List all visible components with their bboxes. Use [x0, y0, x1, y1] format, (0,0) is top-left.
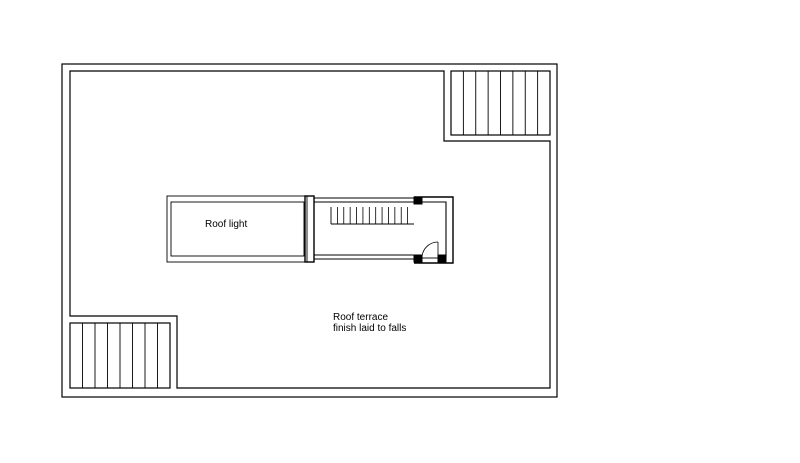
stair-wall-left	[304, 195, 315, 263]
outer-wall	[61, 63, 558, 398]
roof-terrace-label-line1: Roof terrace	[333, 312, 388, 323]
vent-bottom-left-slats	[82, 323, 158, 388]
door-swing-arc	[421, 241, 439, 259]
vent-top-right-slats	[462, 71, 539, 135]
vent-top-right	[450, 70, 551, 136]
stair-enclosure	[304, 195, 454, 264]
roof-light-label: Roof light	[205, 219, 247, 230]
door-jamb-top	[413, 196, 423, 205]
outer-wall-inner-line	[69, 70, 551, 389]
door-wall-inner	[414, 201, 447, 258]
door-jamb-bottom	[413, 254, 423, 263]
door-wall-outer	[414, 196, 454, 264]
roof-terrace-label-line2: finish laid to falls	[333, 323, 406, 334]
roof-light	[166, 195, 308, 263]
stair-treads	[336, 207, 409, 224]
roof-light-outer	[166, 195, 308, 263]
door-jamb-right	[437, 254, 447, 263]
vent-bottom-left	[69, 322, 171, 389]
outer-wall-outer-line	[61, 63, 558, 398]
roof-light-inner	[170, 201, 305, 257]
